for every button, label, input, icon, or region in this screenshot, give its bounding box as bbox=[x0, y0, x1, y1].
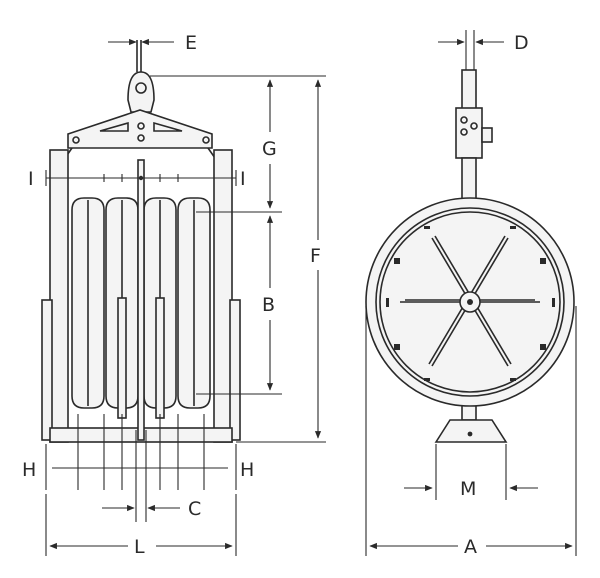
dimension-E: E bbox=[108, 32, 197, 54]
side-frame-left bbox=[41, 149, 69, 443]
label-G: G bbox=[262, 138, 277, 160]
label-H-left: H bbox=[22, 459, 36, 481]
label-H-right: H bbox=[240, 459, 254, 481]
dimension-A: A bbox=[365, 306, 577, 558]
dimension-L: L bbox=[45, 494, 237, 558]
label-C: C bbox=[188, 498, 201, 520]
dimension-F: F bbox=[310, 79, 322, 439]
side-view: D bbox=[365, 30, 577, 558]
label-B: B bbox=[262, 294, 275, 316]
wheel-base bbox=[434, 419, 508, 443]
dimension-B: B bbox=[262, 215, 275, 391]
side-frame-right bbox=[213, 149, 241, 443]
dimension-G: G bbox=[262, 79, 277, 209]
dimension-H: H H bbox=[22, 414, 254, 490]
label-I-left: I bbox=[28, 168, 34, 190]
sheave-wheel bbox=[365, 197, 575, 407]
dimension-D: D bbox=[438, 30, 529, 72]
front-view: E I I G B bbox=[22, 32, 326, 558]
label-A: A bbox=[464, 536, 477, 558]
top-yoke bbox=[57, 109, 223, 169]
dimension-C: C bbox=[102, 430, 201, 522]
lifting-shackle bbox=[127, 40, 155, 113]
label-L: L bbox=[134, 536, 145, 558]
label-M: M bbox=[460, 478, 476, 500]
label-D: D bbox=[514, 32, 529, 54]
dimension-I: I I bbox=[28, 168, 246, 190]
label-E: E bbox=[185, 32, 197, 54]
dimension-M: M bbox=[404, 444, 538, 500]
label-I-right: I bbox=[240, 168, 246, 190]
label-F: F bbox=[310, 245, 321, 267]
sheave-stack bbox=[71, 159, 211, 441]
